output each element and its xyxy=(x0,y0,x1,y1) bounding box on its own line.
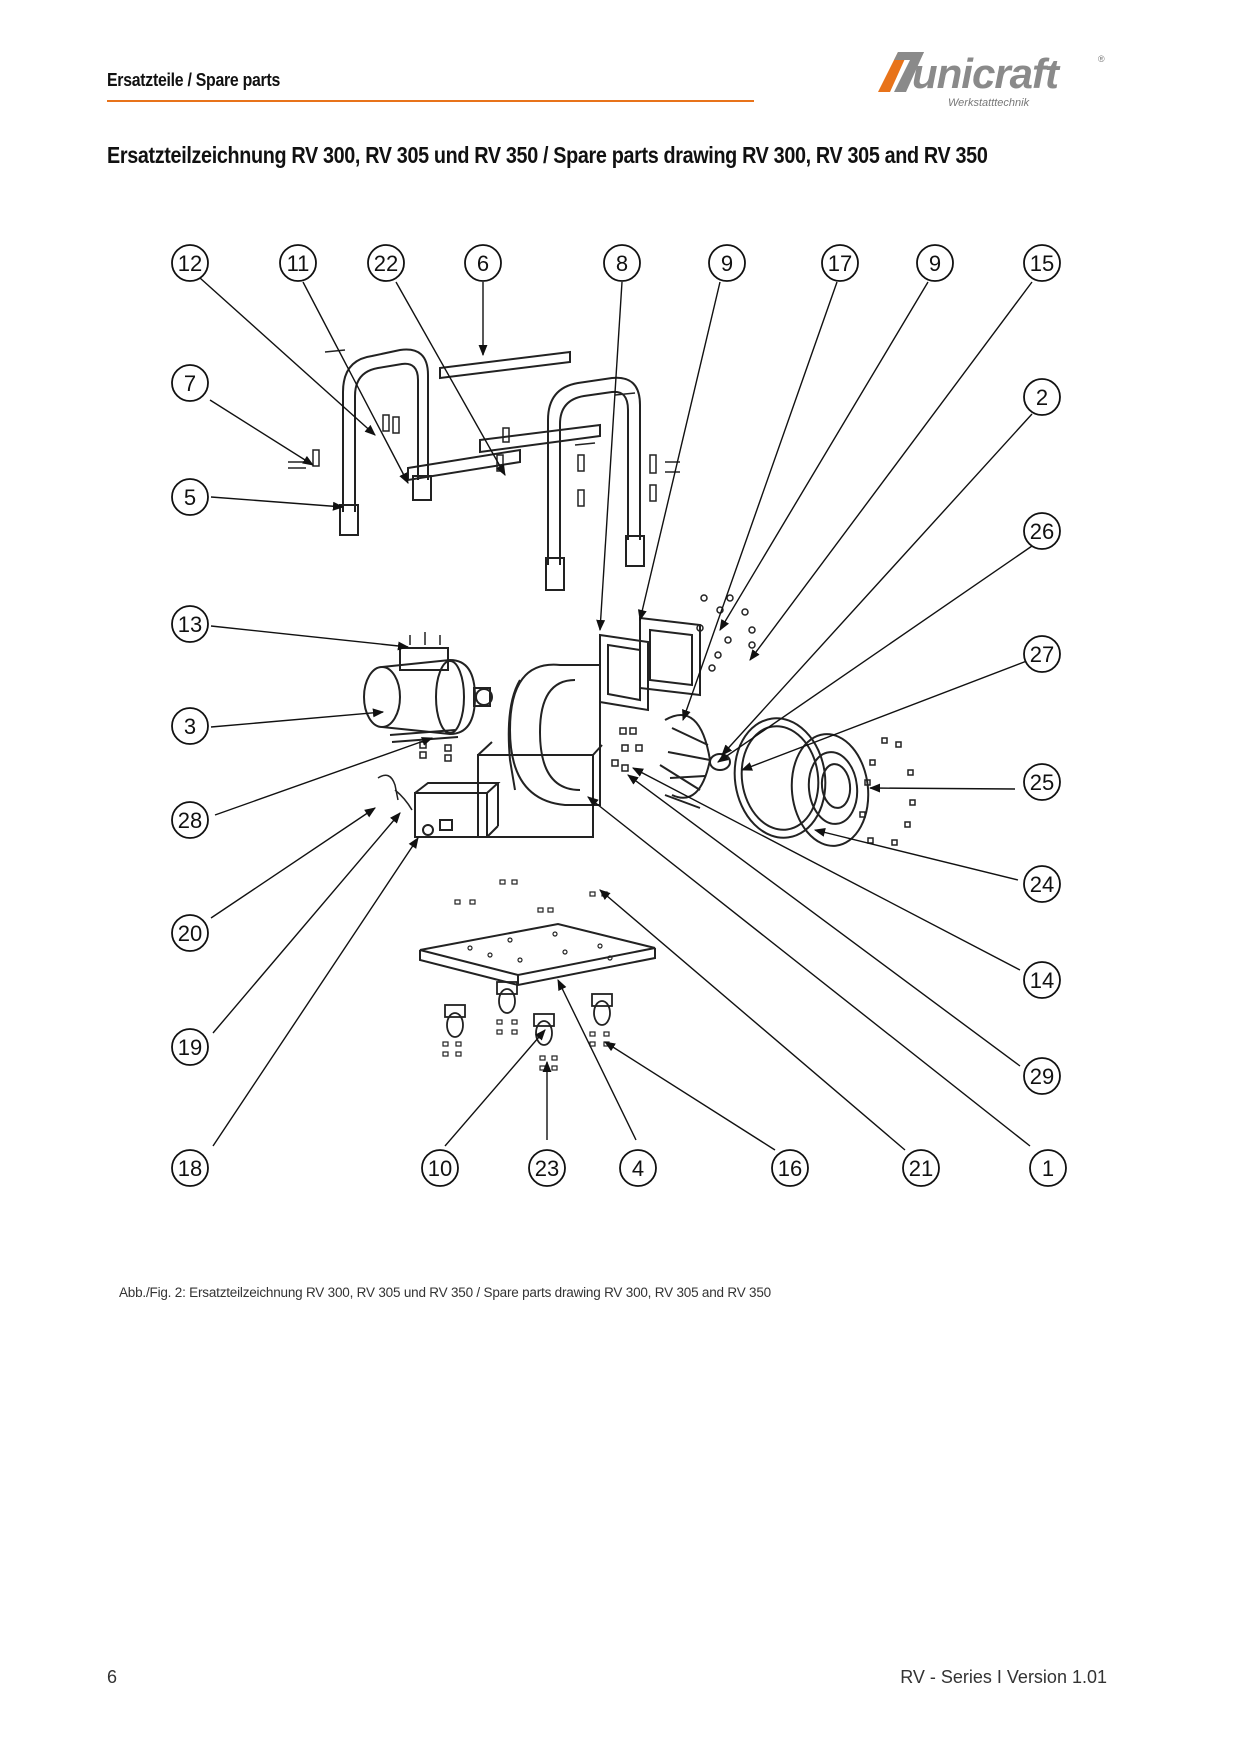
callout-14: 14 xyxy=(1030,968,1054,993)
header-title: Ersatzteile / Spare parts xyxy=(107,70,281,90)
callout-3: 3 xyxy=(184,714,196,739)
callout-11: 11 xyxy=(287,251,310,276)
callout-28: 28 xyxy=(178,808,202,833)
brand-mark-icon xyxy=(878,52,924,92)
callout-labels: 12 11 22 6 8 9 17 9 15 7 2 5 26 13 27 3 … xyxy=(178,251,1054,1181)
base-plate-assembly xyxy=(419,879,656,1071)
figure-caption: Abb./Fig. 2: Ersatzteilzeichnung RV 300,… xyxy=(119,1285,771,1300)
callout-27: 27 xyxy=(1030,642,1054,667)
callout-5: 5 xyxy=(184,485,196,510)
brand-subtitle: Werkstatttechnik xyxy=(948,97,1030,109)
impeller-and-cover xyxy=(659,714,916,847)
section-title: Ersatzteilzeichnung RV 300, RV 305 und R… xyxy=(107,142,988,168)
callout-13: 13 xyxy=(178,612,202,637)
callout-8: 8 xyxy=(616,251,628,276)
callout-17: 17 xyxy=(828,251,852,276)
callout-18: 18 xyxy=(178,1156,202,1181)
callout-24: 24 xyxy=(1030,872,1054,897)
motor-assembly xyxy=(363,632,493,762)
callout-29: 29 xyxy=(1030,1064,1054,1089)
callout-circles xyxy=(171,244,1067,1187)
callout-19: 19 xyxy=(178,1035,202,1060)
brand-wordmark: unicraft xyxy=(912,50,1059,97)
callout-9-right: 9 xyxy=(929,251,941,276)
callout-2: 2 xyxy=(1036,385,1048,410)
callout-20: 20 xyxy=(178,921,202,946)
callout-9-left: 9 xyxy=(721,251,733,276)
registered-mark: ® xyxy=(1098,54,1105,64)
switch-box xyxy=(377,774,501,838)
header-divider xyxy=(107,100,754,102)
callout-7: 7 xyxy=(184,371,196,396)
page-number: 6 xyxy=(107,1667,118,1687)
callout-16: 16 xyxy=(778,1156,802,1181)
brand-logo: unicraft ® Werkstatttechnik xyxy=(874,44,1114,114)
callout-22: 22 xyxy=(374,251,398,276)
frame-assembly xyxy=(288,348,680,591)
document-version: RV - Series I Version 1.01 xyxy=(900,1667,1107,1687)
blower-housing xyxy=(477,594,756,838)
callout-10: 10 xyxy=(428,1156,452,1181)
callout-15: 15 xyxy=(1030,251,1054,276)
callout-25: 25 xyxy=(1030,770,1054,795)
callout-23: 23 xyxy=(535,1156,559,1181)
callout-4: 4 xyxy=(632,1156,644,1181)
leader-lines xyxy=(199,277,1033,1151)
callout-21: 21 xyxy=(909,1156,933,1181)
callout-6: 6 xyxy=(477,251,489,276)
callout-26: 26 xyxy=(1030,519,1054,544)
callout-12: 12 xyxy=(178,251,202,276)
callout-1: 1 xyxy=(1042,1156,1054,1181)
